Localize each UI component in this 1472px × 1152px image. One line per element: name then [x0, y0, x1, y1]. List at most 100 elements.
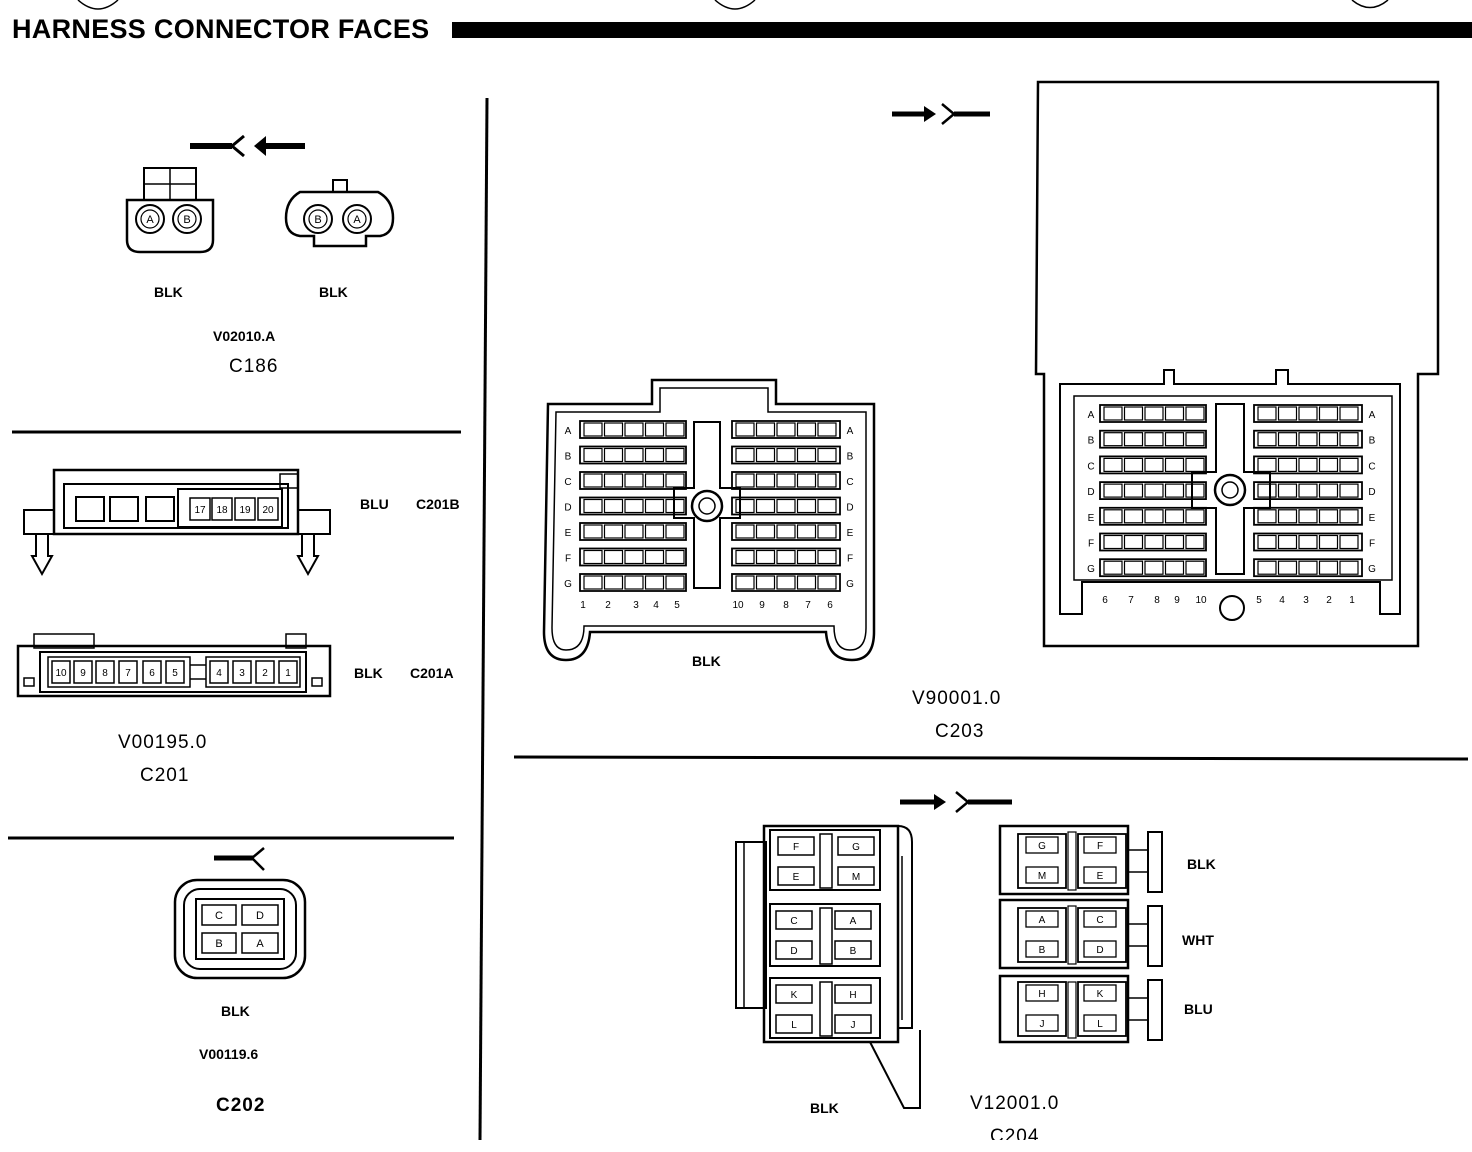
c204-right-pin-cell-D: [1083, 940, 1117, 958]
c204-left-pin-D: D: [790, 946, 797, 957]
c203-pin-cell: [1257, 432, 1277, 447]
c203-pin-cell: [1277, 457, 1298, 472]
c203-right-col-label-7: 7: [1128, 595, 1134, 606]
c204-color: BLK: [810, 1100, 839, 1116]
c203-pin-cell: [1339, 534, 1359, 550]
c204-block3-color: BLU: [1184, 1001, 1213, 1017]
c203-pin-cell: [1318, 432, 1339, 447]
c203-left-bank-row: [731, 573, 841, 592]
c186-direction-arrow-icon: [190, 134, 305, 158]
c203-pin-cell: [1123, 432, 1144, 447]
c203-pin-cell: [755, 447, 776, 463]
c204-connector-name: C204: [990, 1126, 1040, 1140]
c201a-pin-1: 1: [285, 668, 291, 679]
c203-pin-cell: [1123, 457, 1144, 472]
c204-right-pin-cell-B: [1025, 940, 1059, 958]
c203-pin-cell: [1123, 483, 1144, 498]
c203-left-row-label-B: B: [565, 452, 572, 463]
c203-pin-cell: [735, 549, 755, 565]
c203-right-row-label-C: C: [1087, 461, 1094, 472]
page-title: HARNESS CONNECTOR FACES: [12, 14, 430, 44]
c203-pin-cell: [1123, 534, 1144, 550]
c201a-pin-9: 9: [80, 668, 86, 679]
c204-left-pin-G: G: [852, 842, 860, 853]
c203-right-row-label-right-F: F: [1369, 539, 1375, 550]
c203-right-col-label-3: 3: [1303, 595, 1309, 606]
c203-right-row-label-B: B: [1088, 436, 1095, 447]
c201a-pin-5: 5: [172, 668, 178, 679]
c203-pin-cell: [1277, 509, 1298, 524]
c203-pin-cell: [776, 473, 796, 488]
c203-pin-cell: [1144, 534, 1164, 550]
c203-left-bank-row: [579, 420, 687, 439]
c203-pin-cell: [1298, 560, 1318, 575]
c204-right-pin-H: H: [1038, 989, 1045, 1000]
c203-pin-cell: [1339, 483, 1359, 498]
c204-right-block-right-bank: [1077, 833, 1127, 889]
c203-pin-cell: [1164, 457, 1185, 472]
c203-pin-cell: [1298, 509, 1318, 524]
c203-pin-cell: [665, 473, 685, 488]
c203-pin-cell: [583, 498, 603, 514]
c203-pin-cell: [1123, 560, 1144, 575]
c203-right-row-label-E: E: [1088, 513, 1095, 524]
c201a-pin-cells: [51, 660, 298, 684]
c203-pin-cell: [755, 422, 776, 437]
c203-left-col-label-10: 10: [732, 600, 744, 611]
c186-male-pin-b: B: [183, 214, 190, 226]
c203-color: BLK: [692, 653, 721, 669]
c203-right-col-label-5: 5: [1256, 595, 1262, 606]
c203-right-row-label-right-G: G: [1368, 564, 1376, 575]
c204-left-pin-A: A: [850, 916, 857, 927]
c203-pin-cell: [1164, 406, 1185, 421]
c203-pin-cell: [603, 575, 624, 590]
c186-color-right: BLK: [319, 284, 348, 300]
c203-left-bank-row: [731, 471, 841, 490]
c204-right-pin-G: G: [1038, 841, 1046, 852]
c203-pin-cell: [735, 473, 755, 488]
c204-left-pin-cell-E: [777, 866, 815, 886]
c203-pin-cell: [1318, 406, 1339, 421]
c204-direction-arrow-icon: [900, 791, 1012, 813]
c203-pin-cell: [817, 549, 837, 565]
c203-right-bank-row: [1099, 506, 1207, 526]
c203-pin-cell: [776, 549, 796, 565]
c204-left-pin-L: L: [791, 1020, 797, 1031]
c203-connector-name: C203: [935, 721, 985, 742]
c201-view-code: V00195.0: [118, 732, 208, 753]
c204-left-pin-cell-L: [775, 1014, 813, 1034]
c203-pin-cell: [776, 447, 796, 463]
c186-female-pin-b: B: [314, 214, 321, 226]
c203-pin-cell: [817, 524, 837, 539]
c202-view-code: V00119.6: [199, 1046, 259, 1062]
c203-pin-cell: [583, 549, 603, 565]
c204-right-pin-M: M: [1038, 871, 1046, 882]
c203-pin-cell: [1164, 483, 1185, 498]
c203-pin-cell: [1103, 457, 1123, 472]
c203-left-bank-row: [731, 445, 841, 465]
c203-right-row-label-right-A: A: [1369, 410, 1376, 421]
c203-pin-cell: [1185, 483, 1205, 498]
c203-pin-cell: [1164, 534, 1185, 550]
c203-pin-cell: [796, 473, 817, 488]
c203-pin-cell: [644, 575, 665, 590]
c203-pin-cell: [665, 447, 685, 463]
c203-left-row-label-right-G: G: [846, 579, 854, 590]
c204-view-code: V12001.0: [970, 1093, 1060, 1114]
c201a-pin-10: 10: [55, 668, 67, 679]
c202-pin-c: C: [215, 910, 223, 922]
c203-pin-cell: [817, 473, 837, 488]
c203-left-connector: [542, 378, 876, 662]
c203-pin-cell: [796, 422, 817, 437]
c203-pin-cell: [1257, 457, 1277, 472]
c204-right-pin-cell-E: [1083, 866, 1117, 884]
c203-pin-cell: [1164, 432, 1185, 447]
c203-pin-cell: [1103, 432, 1123, 447]
c203-pin-cell: [776, 498, 796, 514]
c204-left-pin-cell-F: [777, 836, 815, 856]
c203-pin-cell: [1185, 432, 1205, 447]
c203-pin-cell: [796, 549, 817, 565]
c203-pin-cell: [1103, 406, 1123, 421]
